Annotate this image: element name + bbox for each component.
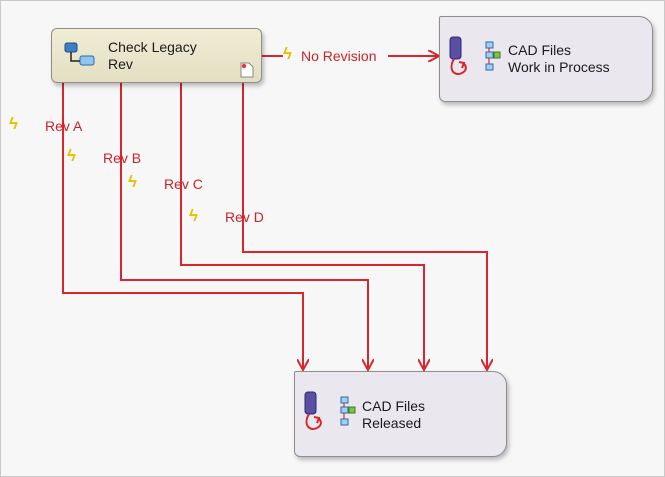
cad-files-released-title: CAD Files Released <box>362 398 426 431</box>
transition-label-rev-a[interactable]: Rev A <box>45 118 83 134</box>
transition-label-rev-c[interactable]: Rev C <box>164 176 203 192</box>
lightning-icon: ϟ <box>9 114 18 133</box>
decision-icon <box>64 42 95 66</box>
wire-rev-b[interactable] <box>120 83 368 369</box>
check-legacy-rev-node[interactable]: Check Legacy Rev <box>51 28 262 83</box>
status-flow-icon <box>485 41 501 71</box>
wire-rev-c[interactable] <box>180 83 424 369</box>
cad-files-wip-title: CAD Files Work in Process <box>508 42 610 75</box>
transition-label-rev-d[interactable]: Rev D <box>225 209 264 225</box>
wire-rev-a[interactable] <box>62 83 303 369</box>
check-legacy-rev-title: Check Legacy Rev <box>108 39 197 72</box>
document-icon <box>240 62 254 78</box>
state-icon <box>304 391 322 430</box>
wire-rev-d[interactable] <box>242 83 487 369</box>
transition-label-no-revision[interactable]: No Revision <box>301 48 377 64</box>
cad-files-wip-node[interactable]: CAD Files Work in Process <box>439 16 653 102</box>
transition-label-rev-b[interactable]: Rev B <box>103 150 142 166</box>
status-flow-icon <box>340 396 356 426</box>
lightning-icon: ϟ <box>189 206 198 225</box>
cad-files-released-node[interactable]: CAD Files Released <box>294 371 507 457</box>
state-icon <box>449 36 467 75</box>
lightning-icon: ϟ <box>128 172 137 191</box>
lightning-icon: ϟ <box>283 44 292 63</box>
lightning-icon: ϟ <box>67 146 76 165</box>
